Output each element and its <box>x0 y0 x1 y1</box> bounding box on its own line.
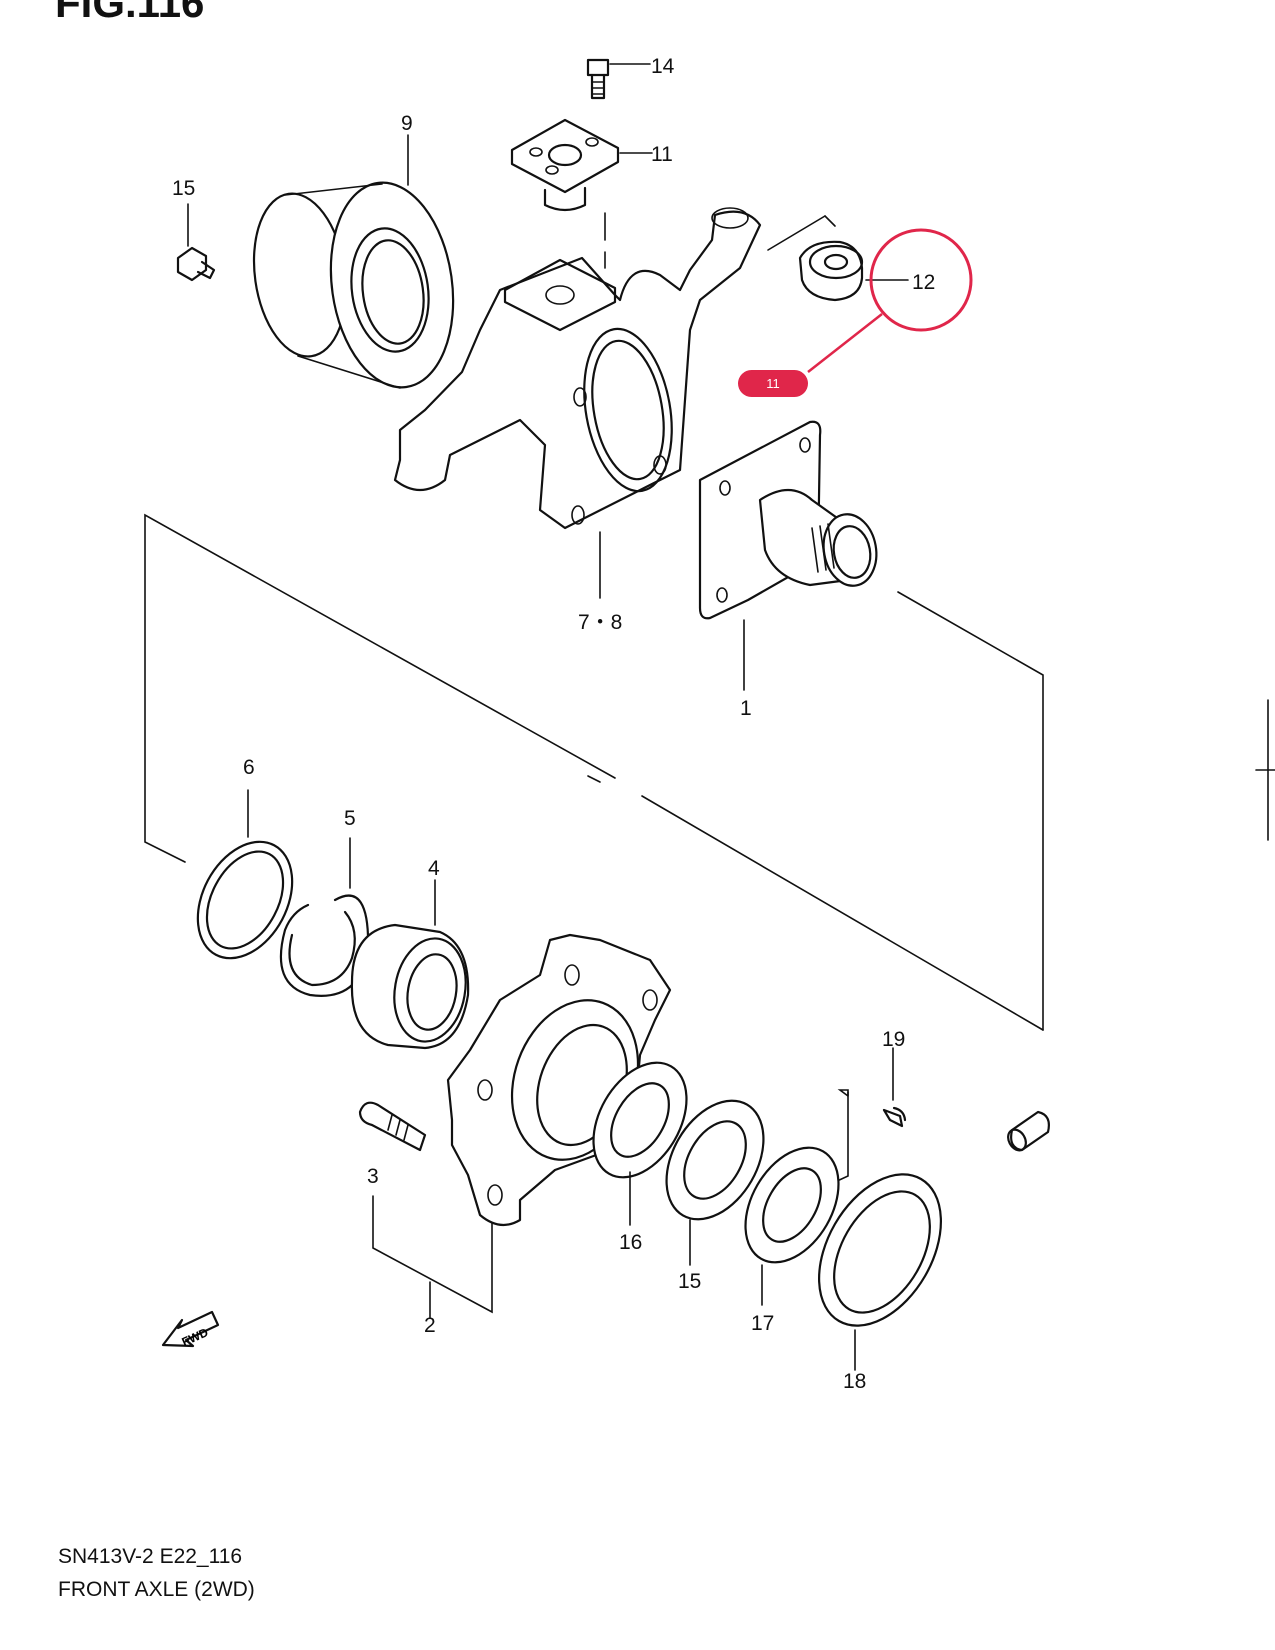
fwd-arrow-icon: FWD <box>161 1310 220 1349</box>
callout-11: 12 <box>912 271 936 294</box>
part-7-8-knuckle <box>393 207 836 599</box>
callout-13: 15 <box>172 177 196 200</box>
callout-5: 5 <box>344 807 356 830</box>
part-4-bearing <box>350 879 470 1050</box>
part-1-spindle <box>698 420 878 691</box>
part-6-ring <box>196 789 294 960</box>
callout-1: 1 <box>740 697 752 720</box>
callout-6: 6 <box>243 756 255 779</box>
highlight-badge[interactable]: 11 <box>738 370 808 397</box>
part-13-bolt <box>176 203 216 282</box>
part-19-pin <box>1007 1110 1050 1152</box>
callout-14: 15 <box>678 1270 702 1293</box>
part-16-bearing-cage <box>744 1146 840 1306</box>
callout-18: 19 <box>882 1028 906 1051</box>
part-12-bolt <box>586 58 651 100</box>
callout-16: 17 <box>751 1312 775 1335</box>
callout-4: 4 <box>428 857 440 880</box>
part-3-stud <box>358 1101 427 1152</box>
diagram-code: SN413V-2 E22_116 <box>58 1545 243 1568</box>
callout-10: 11 <box>651 143 673 166</box>
callout-2: 2 <box>424 1314 436 1337</box>
registration-mark <box>1255 699 1275 841</box>
part-5-snap-ring <box>279 837 370 997</box>
callout-9: 9 <box>401 112 413 135</box>
diagram-title: FRONT AXLE (2WD) <box>58 1578 255 1601</box>
callout-12: 14 <box>651 55 675 78</box>
callout-3: 3 <box>367 1165 379 1188</box>
callout-15: 16 <box>619 1231 643 1254</box>
part-10-plate <box>510 118 653 212</box>
callout-7-8: 7・8 <box>578 611 623 634</box>
highlight-marker <box>807 228 973 373</box>
assembly-bracket-lines <box>144 212 1044 1319</box>
callout-17: 18 <box>843 1370 867 1393</box>
part-18-screw <box>882 1047 907 1128</box>
part-11-bushing <box>798 240 909 302</box>
part-9-hub-flange <box>252 134 455 389</box>
part-17-oil-seal <box>817 1173 943 1371</box>
part-15-washer <box>592 1061 688 1226</box>
part-14-thrust-bearing <box>665 1099 765 1266</box>
figure-header-fragment: FIG.116 <box>55 0 205 26</box>
